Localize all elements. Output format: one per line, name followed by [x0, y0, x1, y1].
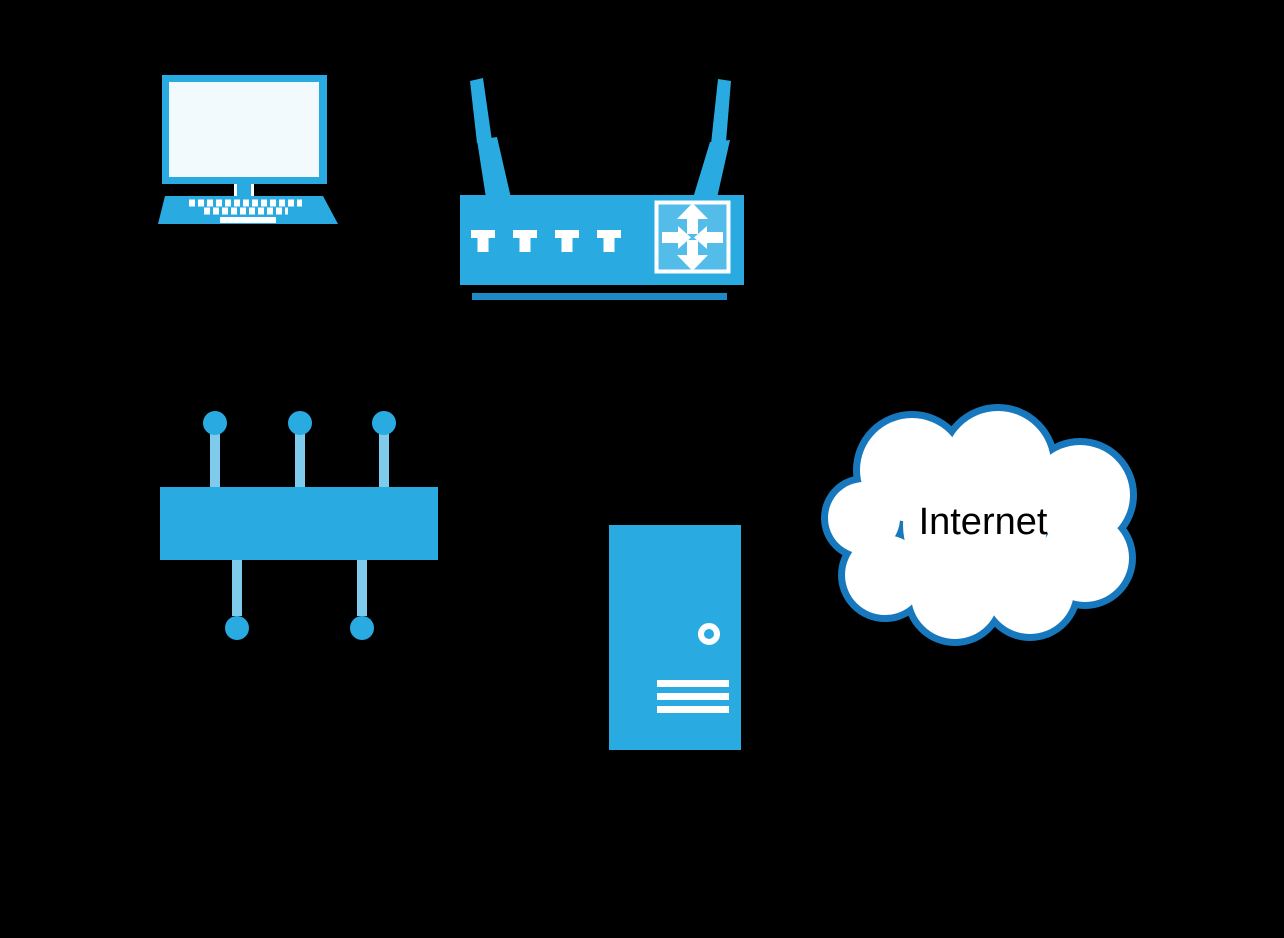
left-antenna-lower: [477, 137, 511, 198]
routing-arrows-icon: [662, 203, 723, 271]
arrow-up: [677, 203, 708, 234]
computer-node: [150, 70, 350, 230]
ethernet-port: [555, 230, 579, 252]
cloud-icon: [821, 404, 1137, 646]
wireless-router-node: [440, 60, 760, 310]
switch-pin-stems: [210, 428, 389, 616]
right-antenna-lower: [693, 140, 730, 198]
network-switch-icon: [160, 411, 438, 640]
arrow-down: [677, 240, 708, 271]
server-power-ring: [698, 623, 720, 645]
ethernet-ports: [471, 230, 621, 252]
monitor-stand: [237, 184, 251, 197]
keyboard-spacebar: [220, 217, 276, 223]
internet-cloud-node: [805, 390, 1150, 655]
switch-pin-tips: [203, 411, 396, 640]
server-tower-icon: [609, 525, 741, 750]
left-antenna-upper: [470, 78, 492, 143]
arrow-right-inward: [662, 226, 691, 249]
server-body: [609, 525, 741, 750]
ethernet-port: [513, 230, 537, 252]
cloud-fill: [828, 411, 1130, 639]
switch-body: [160, 487, 438, 560]
desktop-computer-icon: [158, 75, 338, 224]
monitor-screen: [169, 82, 319, 177]
arrow-left-inward: [694, 226, 723, 249]
ethernet-port: [597, 230, 621, 252]
server-vent-slots: [657, 680, 729, 713]
server-node: [600, 515, 760, 760]
internet-label: Internet: [918, 501, 1048, 543]
wireless-router-icon: [460, 78, 744, 300]
ethernet-port: [471, 230, 495, 252]
network-switch-node: [150, 405, 450, 645]
router-base-shadow: [472, 293, 727, 300]
right-antenna-upper: [711, 79, 731, 144]
